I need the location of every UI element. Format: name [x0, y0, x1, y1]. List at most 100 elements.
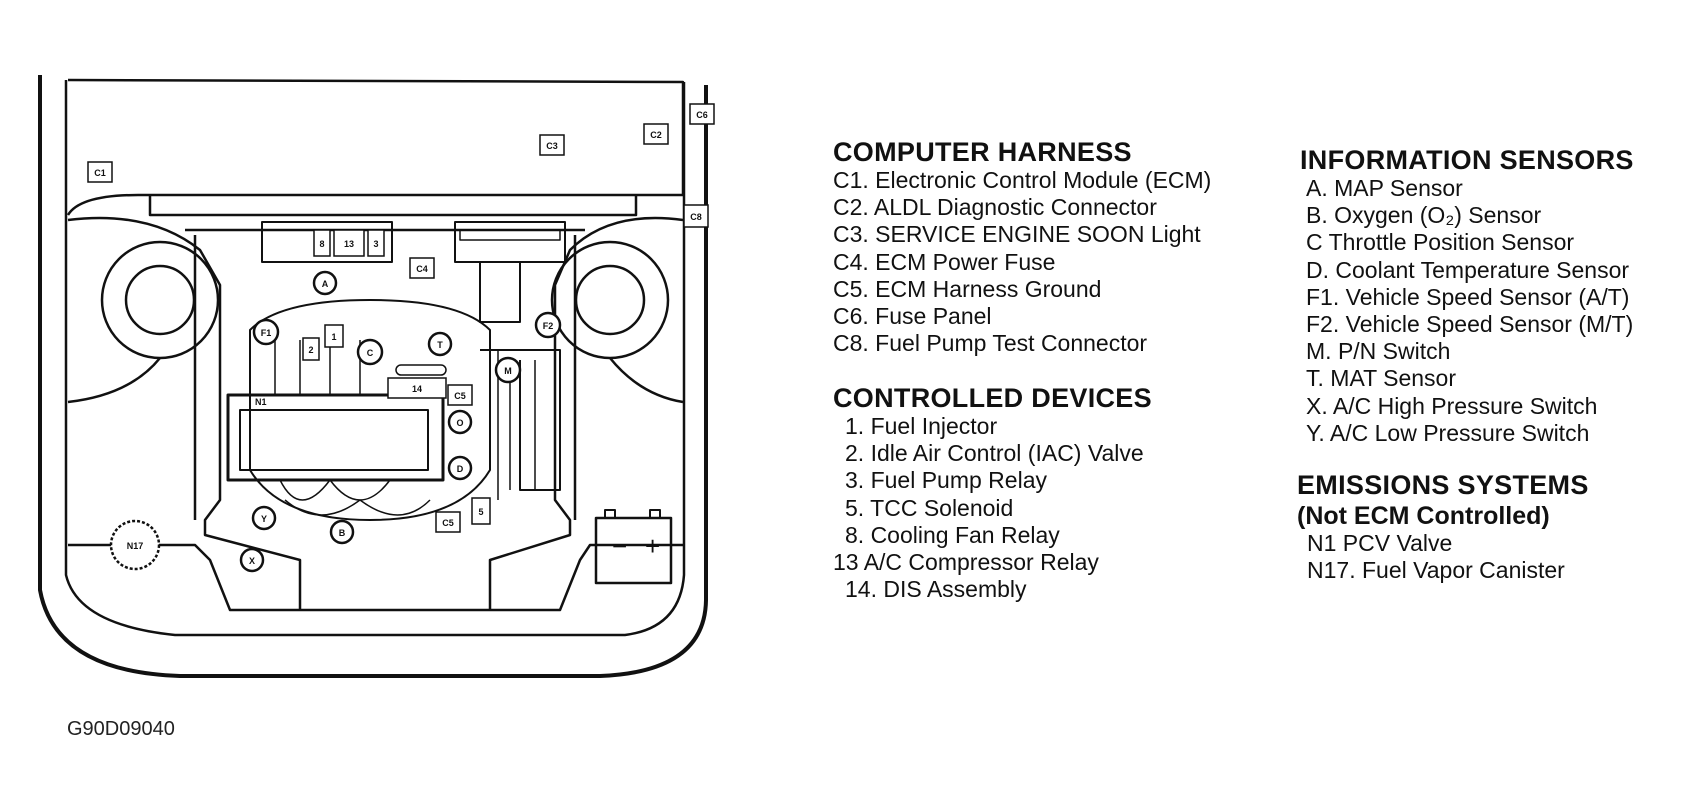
list-item: F2. Vehicle Speed Sensor (M/T)	[1306, 311, 1634, 338]
list-item: 14. DIS Assembly	[845, 576, 1027, 603]
device-14-label: 14	[412, 384, 422, 394]
list-item: C3. SERVICE ENGINE SOON Light	[833, 221, 1201, 248]
list-item: C8. Fuel Pump Test Connector	[833, 330, 1148, 357]
list-item: B. Oxygen (O₂) Sensor	[1306, 202, 1542, 229]
sensor-x-label: X	[249, 556, 255, 566]
battery-minus: −	[612, 531, 627, 561]
c2-label: C2	[650, 130, 662, 140]
engine-outline	[249, 299, 491, 521]
compartment-outline	[38, 75, 708, 678]
list-item: N1 PCV Valve	[1307, 530, 1453, 556]
device-13	[333, 229, 365, 257]
list-item: F1. Vehicle Speed Sensor (A/T)	[1306, 283, 1630, 310]
list-item: C2. ALDL Diagnostic Connector	[833, 194, 1157, 221]
sensor-d	[447, 455, 473, 481]
left-strut-tower	[100, 240, 220, 360]
list-item: D. Coolant Temperature Sensor	[1306, 256, 1630, 283]
list-item: M. P/N Switch	[1306, 338, 1451, 365]
c8-label: C8	[690, 212, 702, 222]
legend-emissions-systems: EMISSIONS SYSTEMS (Not ECM Controlled) N…	[1297, 470, 1589, 584]
engine-bay-outline	[67, 216, 302, 610]
connector-c6	[689, 103, 715, 125]
list-item: C6. Fuse Panel	[833, 303, 992, 330]
sensor-x	[239, 547, 265, 573]
sensor-o	[447, 409, 473, 435]
device-5-label: 5	[478, 507, 483, 517]
device-3	[367, 229, 385, 257]
connector-c5-upper	[447, 384, 473, 406]
device-2-label: 2	[308, 345, 313, 355]
list-item: C4. ECM Power Fuse	[833, 248, 1056, 275]
c6-label: C6	[696, 110, 708, 120]
list-item: 3. Fuel Pump Relay	[845, 467, 1047, 494]
sensor-m-label: M	[504, 366, 512, 376]
sensor-b-label: B	[339, 528, 346, 538]
list-item: C Throttle Position Sensor	[1306, 229, 1575, 256]
sensor-b	[329, 519, 355, 545]
sensor-f2-label: F2	[543, 321, 554, 331]
list-item: 1. Fuel Injector	[845, 413, 998, 439]
connector-c8	[683, 204, 709, 228]
sensor-f1-label: F1	[261, 328, 272, 338]
list-item: C1. Electronic Control Module (ECM)	[833, 167, 1212, 193]
right-strut-tower	[550, 240, 670, 360]
sensor-y	[251, 505, 277, 531]
sensor-c-label: C	[367, 348, 374, 358]
list-item: X. A/C High Pressure Switch	[1306, 392, 1598, 419]
sensor-t	[427, 331, 453, 357]
cowl	[66, 78, 685, 216]
connector-c3	[539, 134, 565, 156]
legend-information-sensors: INFORMATION SENSORS A. MAP Sensor B. Oxy…	[1300, 145, 1634, 447]
list-item: 13 A/C Compressor Relay	[833, 549, 1099, 576]
device-5	[471, 497, 491, 525]
device-1-label: 1	[331, 332, 336, 342]
emission-n17	[109, 519, 161, 571]
figure-code: G90D09040	[67, 718, 175, 740]
list-item: T. MAT Sensor	[1306, 365, 1456, 392]
legend-computer-harness: COMPUTER HARNESS C1. Electronic Control …	[833, 137, 1211, 357]
connector-c4	[409, 257, 435, 279]
device-2	[302, 337, 320, 361]
device-8-label: 8	[319, 239, 324, 249]
list-item: A. MAP Sensor	[1306, 175, 1463, 201]
device-3-label: 3	[373, 239, 378, 249]
c3-label: C3	[546, 141, 558, 151]
sensor-o-label: O	[456, 418, 463, 428]
list-item: Y. A/C Low Pressure Switch	[1306, 419, 1590, 446]
legend-controlled-devices: CONTROLLED DEVICES 1. Fuel Injector 2. I…	[833, 383, 1152, 603]
connector-c1	[87, 161, 113, 183]
sensor-c	[356, 338, 384, 366]
battery-plus: +	[645, 531, 660, 561]
intake-manifold	[226, 393, 445, 482]
sensor-m	[494, 356, 522, 384]
c5-upper-label: C5	[454, 391, 466, 401]
emissions-systems-title: EMISSIONS SYSTEMS	[1297, 470, 1589, 500]
sensor-y-label: Y	[261, 514, 267, 524]
list-item: C5. ECM Harness Ground	[833, 275, 1102, 302]
n1-label: N1	[255, 397, 267, 407]
device-14	[387, 377, 447, 399]
computer-harness-list: C1. Electronic Control Module (ECM) C2. …	[833, 167, 1211, 357]
c5-lower-label: C5	[442, 518, 454, 528]
list-item: 8. Cooling Fan Relay	[845, 521, 1060, 548]
information-sensors-title: INFORMATION SENSORS	[1300, 145, 1634, 175]
controlled-devices-list: 1. Fuel Injector 2. Idle Air Control (IA…	[833, 413, 1152, 603]
information-sensors-list: A. MAP Sensor B. Oxygen (O₂) Sensor C Th…	[1300, 175, 1634, 447]
compartment-inner-outline	[64, 80, 686, 637]
n17-label: N17	[127, 541, 144, 551]
list-item: N17. Fuel Vapor Canister	[1307, 557, 1565, 584]
list-item: 5. TCC Solenoid	[845, 494, 1014, 521]
sensor-f2	[534, 311, 562, 339]
device-8	[313, 229, 331, 257]
device-13-label: 13	[344, 239, 354, 249]
computer-harness-title: COMPUTER HARNESS	[833, 137, 1132, 167]
sensor-a-label: A	[322, 279, 329, 289]
engine-compartment-diagram: C1 C3 C2 C6 C8 C4 C5 C5 8 13 3 2 1 14 5 …	[38, 75, 715, 678]
controlled-devices-title: CONTROLLED DEVICES	[833, 383, 1152, 413]
sensor-d-label: D	[457, 464, 464, 474]
c1-label: C1	[94, 168, 106, 178]
connector-c5-lower	[435, 511, 461, 533]
sensor-a	[312, 270, 338, 296]
connector-c2	[643, 123, 669, 145]
sensor-t-label: T	[437, 340, 443, 350]
